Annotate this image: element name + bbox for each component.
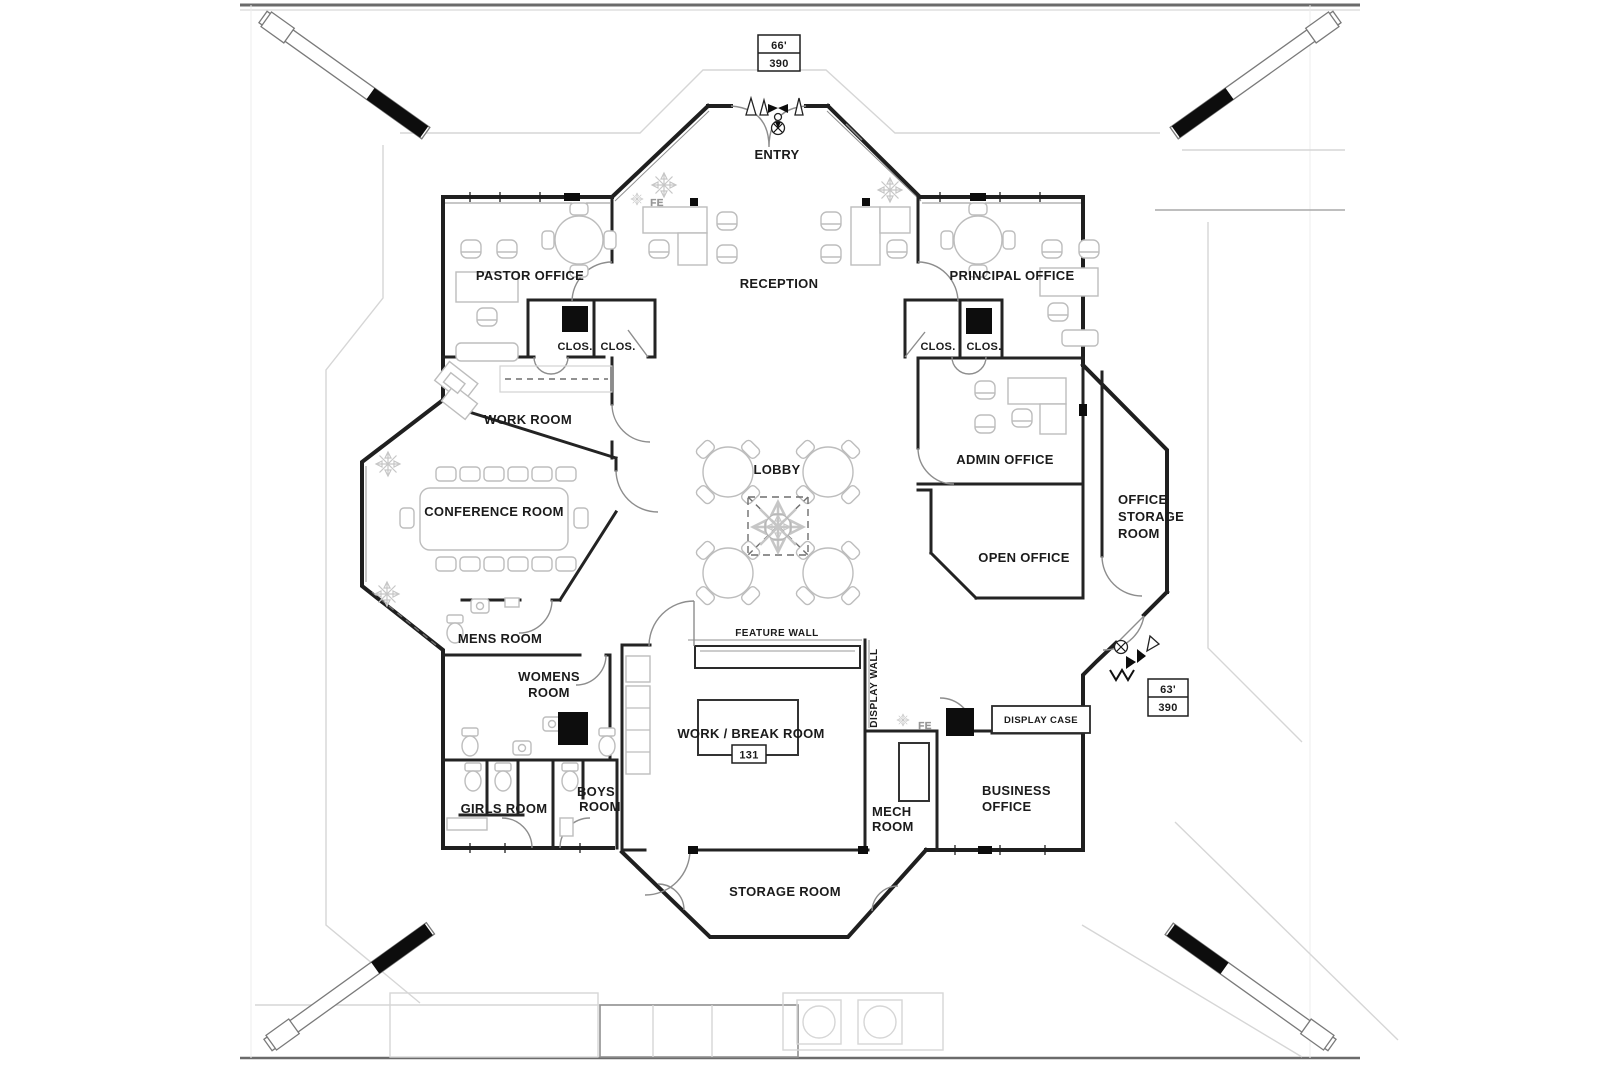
room-label-conference-room: CONFERENCE ROOM [424, 504, 564, 519]
room-label-lobby: LOBBY [754, 462, 801, 477]
entry-area-dimension: 390 [769, 58, 788, 70]
side-dimension-box: 63' 390 [1147, 678, 1189, 717]
exterior-walls [360, 103, 1170, 939]
work-break-room-number: 131 [739, 750, 758, 762]
room-label-girls-room: GIRLS ROOM [461, 801, 548, 816]
room-label-business-office-1: BUSINESS [982, 783, 1051, 798]
sheet-border [240, 3, 1360, 1060]
room-label-business-office-2: OFFICE [982, 799, 1031, 814]
admin-office-furniture [974, 377, 1067, 435]
room-label-mech-room-2: ROOM [872, 819, 914, 834]
feature-wall-label: FEATURE WALL [735, 628, 819, 639]
room-label-principal-office: PRINCIPAL OFFICE [950, 268, 1075, 283]
side-area-dimension: 390 [1158, 702, 1177, 714]
room-label-closet-4: CLOS. [966, 341, 1001, 353]
mech-room-equipment [898, 742, 930, 802]
feature-wall-band [688, 639, 862, 669]
room-label-entry: ENTRY [754, 147, 799, 162]
room-label-reception: RECEPTION [740, 276, 819, 291]
room-label-admin-office: ADMIN OFFICE [956, 452, 1054, 467]
canopy-strut-se [1163, 920, 1338, 1053]
dashed-counters [371, 365, 613, 646]
fire-extinguisher-label-1: FE [650, 198, 663, 209]
room-label-closet-3: CLOS. [920, 341, 955, 353]
room-label-storage-room: STORAGE ROOM [729, 884, 841, 899]
work-room-copier [433, 360, 479, 421]
room-label-work-break-room: WORK / BREAK ROOM [677, 726, 824, 741]
entry-dimension-box: 66' 390 [757, 34, 801, 72]
room-label-closet-2: CLOS. [600, 341, 635, 353]
canopy-strut-ne [1168, 9, 1343, 142]
entry-symbols [745, 95, 804, 136]
room-label-womens-room-2: ROOM [528, 685, 570, 700]
room-label-boys-room-2: ROOM [579, 799, 621, 814]
room-label-pastor-office: PASTOR OFFICE [476, 268, 584, 283]
room-label-office-storage-1: OFFICE [1118, 492, 1167, 507]
principal-office-furniture [940, 202, 1100, 347]
room-label-mens-room: MENS ROOM [458, 631, 542, 646]
room-label-office-storage-2: STORAGE [1118, 509, 1184, 524]
room-label-open-office: OPEN OFFICE [978, 550, 1069, 565]
restroom-fixtures [446, 597, 616, 837]
side-width-dimension: 63' [1160, 684, 1176, 696]
room-label-boys-room-1: BOYS [577, 784, 615, 799]
exit-accessibility-symbols [1109, 634, 1161, 682]
canopy-strut-sw [262, 920, 437, 1053]
reception-desks [642, 198, 911, 266]
wall-chases [562, 306, 992, 736]
room-label-work-room: WORK ROOM [484, 412, 572, 427]
lobby-plant [747, 496, 809, 556]
room-label-mech-room-1: MECH [872, 804, 911, 819]
pastor-office-furniture [455, 202, 617, 362]
display-case [991, 705, 1091, 734]
room-label-office-storage-3: ROOM [1118, 526, 1160, 541]
canopy-strut-nw [257, 9, 432, 142]
fire-extinguisher-markers: FE FE [650, 198, 931, 732]
room-label-womens-room-1: WOMENS [518, 669, 580, 684]
display-wall-label: DISPLAY WALL [869, 648, 880, 727]
display-case-label: DISPLAY CASE [1004, 715, 1078, 726]
entry-width-dimension: 66' [771, 40, 787, 52]
window-ticks [469, 192, 1087, 855]
room-labels: ENTRY PASTOR OFFICE RECEPTION PRINCIPAL … [424, 147, 1184, 899]
wall-annotation-labels: FEATURE WALL DISPLAY WALL DISPLAY CASE [735, 628, 1078, 728]
work-break-room-fixtures [625, 655, 799, 775]
fire-extinguisher-label-2: FE [918, 721, 931, 732]
room-number-box: 131 [731, 744, 767, 764]
conference-table [399, 466, 589, 572]
room-label-closet-1: CLOS. [557, 341, 592, 353]
